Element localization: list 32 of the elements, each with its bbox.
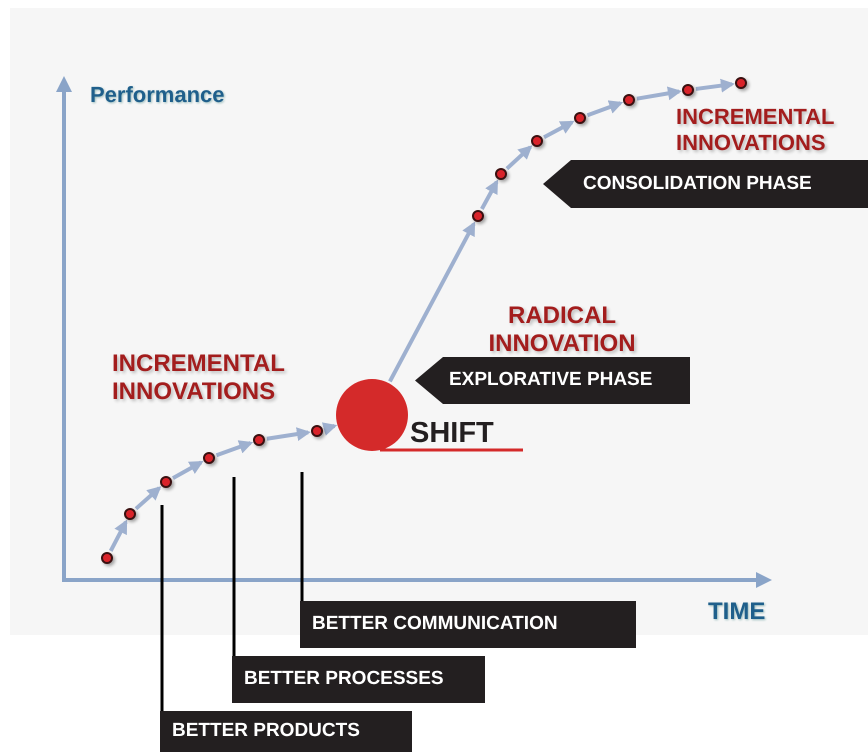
arrow [480,179,498,210]
phase-tag [543,160,868,208]
leader-line [232,477,236,656]
leader-line [300,472,304,601]
callout-box [300,601,636,648]
arrow [506,145,532,170]
tag-text: BETTER PROCESSES [244,667,444,692]
arrow [322,422,338,436]
tag-text: BETTER COMMUNICATION [312,612,558,636]
phase-label: INCREMENTAL INNOVATIONS [112,350,286,406]
arrow [216,440,254,458]
tag-text: CONSOLIDATION PHASE [583,172,812,196]
leader-line [160,505,164,711]
axis-label: Performance [90,81,225,109]
shift-label: SHIFT [410,419,494,448]
arrow [636,86,682,101]
arrow [108,520,128,552]
arrow [134,486,162,510]
axis-label: TIME [708,597,766,627]
arrow [543,120,575,139]
arrow [266,427,311,442]
callout-box [160,711,412,752]
arrow [586,100,624,118]
tag-text: BETTER PRODUCTS [172,719,360,744]
arrow [172,460,204,480]
callout-box [232,656,485,703]
arrow [696,78,735,93]
phase-tag [415,357,690,404]
phase-label: RADICAL INNOVATION [487,302,637,358]
arrow [388,221,476,382]
phase-label: INCREMENTAL INNOVATIONS [676,104,836,156]
tag-text: EXPLORATIVE PHASE [449,368,652,392]
